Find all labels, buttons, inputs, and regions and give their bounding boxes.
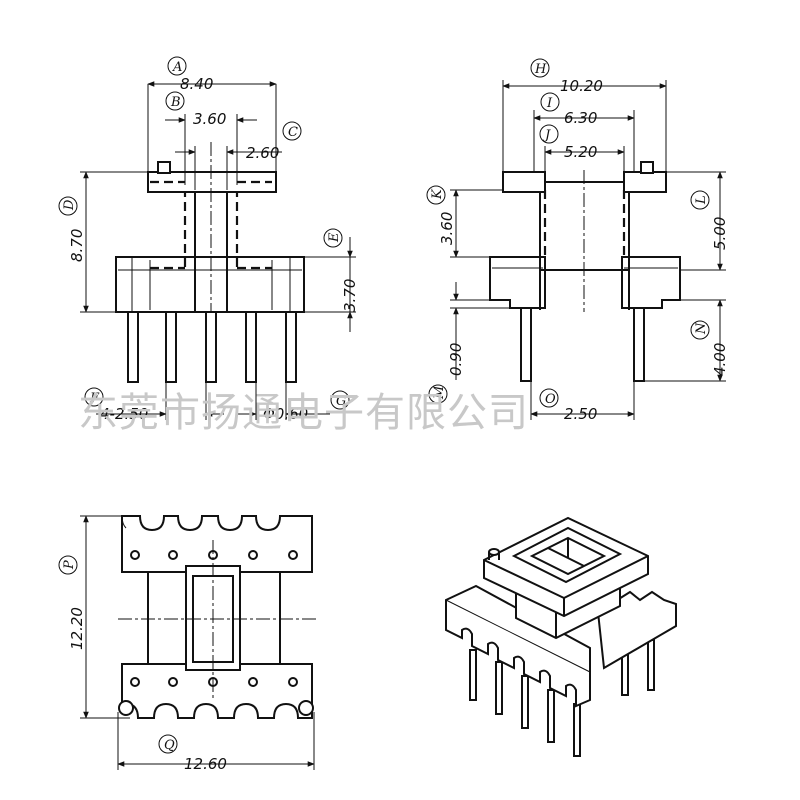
dim-f-value: 4-2.50 [100,405,148,423]
top-view: 12.20 P 12.60 Q [58,515,316,773]
dim-d-value: 8.70 [68,229,86,262]
front-view: 8.40 A 3.60 B 2.60 C 8.70 D 3.70 E [58,56,359,423]
company-watermark: 东莞市扬通电子有限公司 [78,390,529,436]
side-view: 10.20 H 6.30 I 5.20 J 3.60 K 5.00 L [426,58,729,423]
label-o: O [545,392,556,407]
dim-m-value: 0.90 [447,343,465,376]
label-e: E [327,232,342,243]
dim-g-value: Φ0.60 [263,405,308,423]
front-pins [127,309,297,383]
label-b: B [170,95,181,110]
label-d: D [62,199,77,211]
dim-l-value: 5.00 [711,217,729,250]
dim-c-value: 2.60 [246,144,279,162]
label-l: L [694,195,709,205]
dim-n-value: 4.00 [711,343,729,376]
dim-j-value: 5.20 [564,143,597,161]
label-h: H [534,62,547,77]
dim-a-value: 8.40 [180,75,213,93]
dim-o-value: 2.50 [564,405,597,423]
dim-h-value: 10.20 [560,77,603,95]
label-i: I [546,96,553,111]
isometric-view [445,516,677,757]
dim-b-value: 3.60 [193,110,226,128]
label-m: M [432,385,447,400]
label-q: Q [164,738,175,753]
dim-p-value: 12.20 [68,607,86,650]
label-a: A [172,60,182,75]
label-f: F [89,391,100,406]
dim-k-value: 3.60 [438,212,456,245]
label-n: N [694,322,709,335]
dim-e-value: 3.70 [341,279,359,312]
dim-i-value: 6.30 [564,109,597,127]
dim-q-value: 12.60 [184,755,227,773]
label-k: K [430,188,445,200]
label-p: P [62,560,77,570]
label-g: G [336,394,346,409]
label-c: C [288,125,298,140]
label-j: J [542,128,551,143]
